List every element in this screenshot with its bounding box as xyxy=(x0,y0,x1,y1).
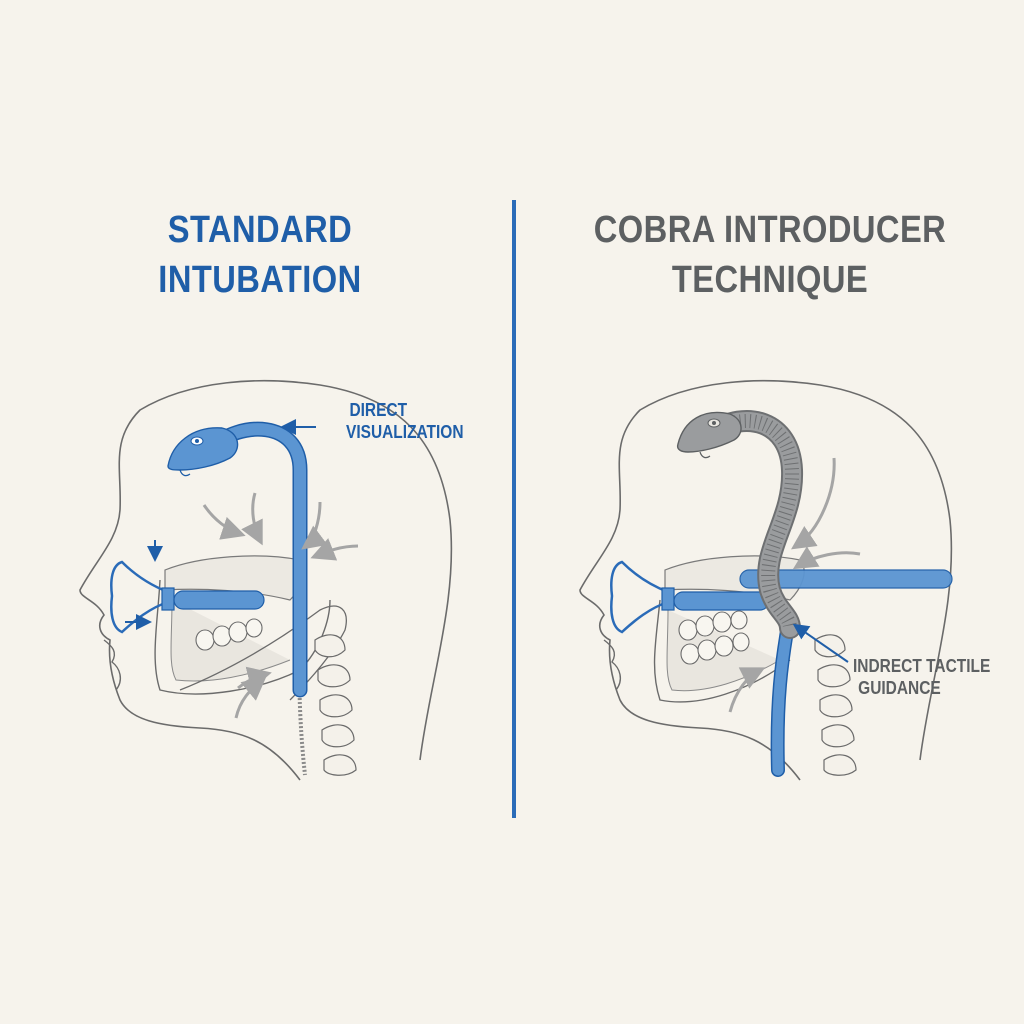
cobra-snake-head xyxy=(676,411,742,453)
label-line-1: INDRECT TACTILE xyxy=(853,656,991,676)
left-head-diagram xyxy=(79,379,453,781)
direct-visualization-label: DIRECT VISUALIZATION xyxy=(346,399,464,443)
standard-tube xyxy=(173,590,265,610)
title-line-1: STANDARD xyxy=(167,209,353,251)
cobra-introducer-title: COBRA INTRODUCER TECHNIQUE xyxy=(572,205,968,305)
title-line-2: INTUBATION xyxy=(158,259,362,301)
indirect-tactile-guidance-label: INDRECT TACTILE GUIDANCE xyxy=(853,655,990,699)
title-line-1: COBRA INTRODUCER xyxy=(593,209,947,251)
head-outline xyxy=(579,379,953,781)
title-line-2: TECHNIQUE xyxy=(671,259,869,301)
cobra-long-tube xyxy=(739,569,953,589)
label-line-2: GUIDANCE xyxy=(858,678,941,698)
right-head-diagram xyxy=(579,379,953,781)
head-outline xyxy=(79,379,453,781)
cobra-oral-tube xyxy=(673,591,770,611)
standard-snake-head xyxy=(167,427,239,471)
label-line-1: DIRECT xyxy=(349,400,408,420)
label-line-2: VISUALIZATION xyxy=(346,422,464,442)
standard-intubation-title: STANDARD INTUBATION xyxy=(88,205,432,305)
panel-divider xyxy=(512,200,516,818)
